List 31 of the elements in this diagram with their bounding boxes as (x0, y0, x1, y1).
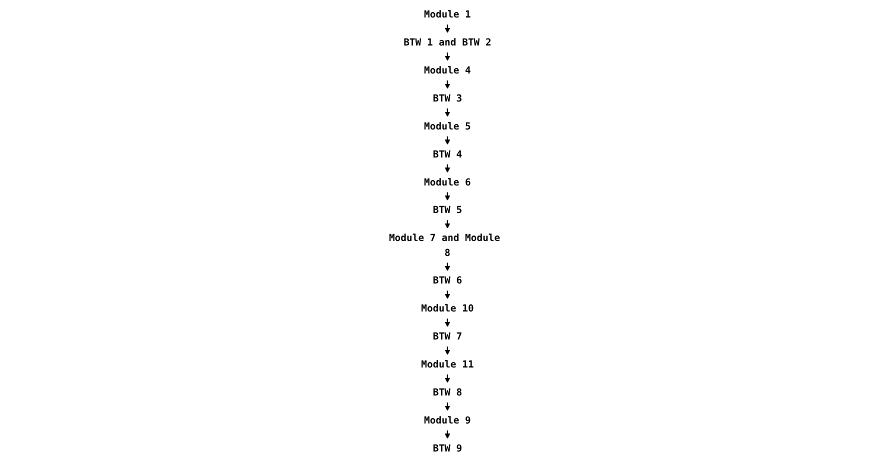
node-text: BTW 8 (432, 386, 462, 398)
node-text: Module 10 (421, 302, 474, 314)
arrow (444, 346, 450, 356)
node-text: BTW 5 (432, 204, 462, 216)
arrow (444, 108, 450, 117)
node-text: Module 11 (421, 358, 474, 370)
node-text: Module 1 (424, 8, 471, 20)
node-text: BTW 3 (432, 92, 462, 104)
node-text: Module 5 (424, 120, 471, 132)
arrow (444, 220, 450, 229)
arrow (444, 24, 450, 34)
node-text: Module 9 (424, 414, 471, 426)
node-text: Module 4 (424, 64, 471, 76)
arrow (444, 136, 450, 145)
node-text: Module 7 and Module 8 (388, 232, 500, 258)
arrow (444, 262, 450, 272)
arrow (444, 52, 450, 62)
node-text: BTW 4 (432, 148, 462, 160)
arrow (444, 374, 450, 383)
arrow (444, 290, 450, 300)
arrow (444, 192, 450, 201)
arrow (444, 318, 450, 328)
node-text: BTW 7 (432, 330, 462, 342)
arrow (444, 80, 450, 89)
node-text: BTW 6 (432, 274, 462, 286)
node-text: BTW 9 (432, 442, 462, 454)
arrow (444, 402, 450, 411)
node-text: Module 6 (424, 176, 471, 188)
node-text: BTW 1 and BTW 2 (404, 36, 492, 48)
arrow (444, 430, 450, 439)
arrow (444, 164, 450, 173)
